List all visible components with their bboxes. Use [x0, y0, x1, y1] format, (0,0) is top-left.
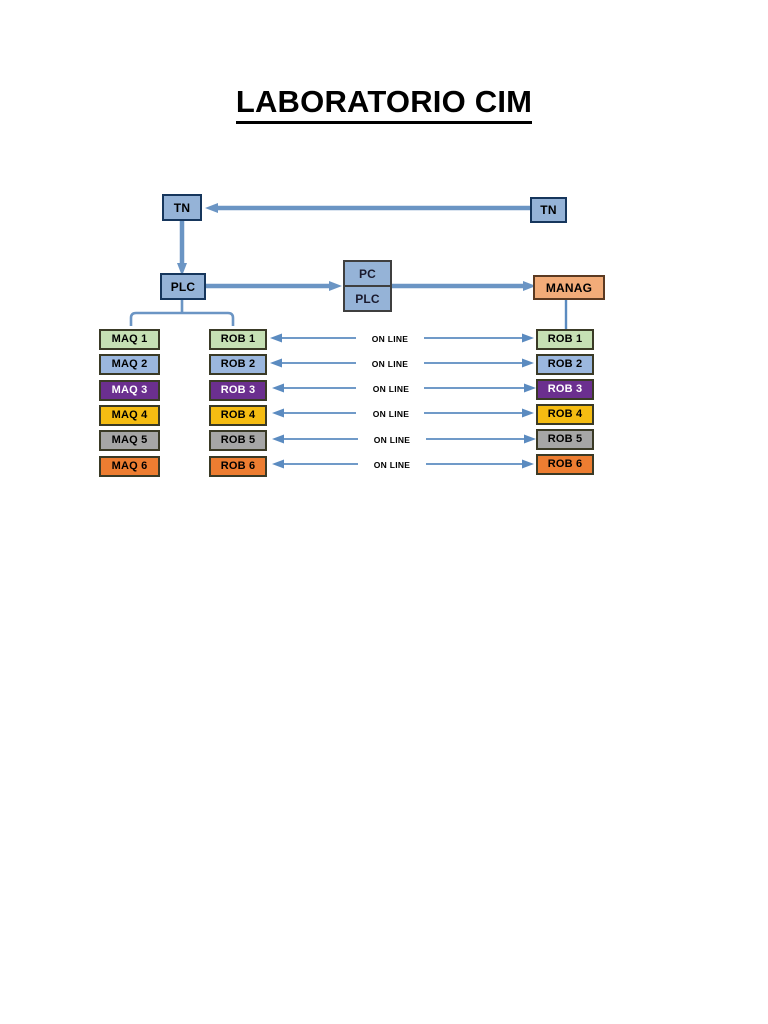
unit-rob-right-1[interactable]: ROB 1 — [536, 329, 594, 350]
node-tn-right-label: TN — [540, 203, 557, 217]
unit-maq-5[interactable]: MAQ 5 — [99, 430, 160, 451]
node-pc-label: PC — [358, 266, 377, 281]
connector-plc-to-pcplc — [206, 281, 342, 291]
unit-rob-left-4-label: ROB 4 — [220, 409, 256, 421]
unit-maq-5-label: MAQ 5 — [111, 434, 148, 446]
online-label-2: ON LINE — [371, 359, 409, 369]
unit-rob-left-4[interactable]: ROB 4 — [209, 405, 267, 426]
unit-rob-left-6-label: ROB 6 — [220, 460, 256, 472]
online-label-5: ON LINE — [373, 435, 411, 445]
unit-maq-6-label: MAQ 6 — [111, 460, 148, 472]
node-pc-cell: PC — [345, 262, 390, 287]
unit-maq-3[interactable]: MAQ 3 — [99, 380, 160, 401]
node-plc[interactable]: PLC — [160, 273, 206, 300]
unit-rob-left-1-label: ROB 1 — [220, 333, 256, 345]
node-pcplc-plc-label: PLC — [355, 291, 380, 306]
unit-maq-4-label: MAQ 4 — [111, 409, 148, 421]
unit-rob-right-4[interactable]: ROB 4 — [536, 404, 594, 425]
unit-rob-right-1-label: ROB 1 — [547, 333, 583, 345]
online-label-3: ON LINE — [372, 384, 410, 394]
unit-rob-left-3-label: ROB 3 — [220, 384, 256, 396]
connector-tnleft-to-plc — [177, 221, 187, 276]
unit-rob-left-5[interactable]: ROB 5 — [209, 430, 267, 451]
node-plc-cell: PLC — [345, 287, 390, 310]
unit-maq-3-label: MAQ 3 — [111, 384, 148, 396]
unit-rob-right-3[interactable]: ROB 3 — [536, 379, 594, 400]
node-tn-left[interactable]: TN — [162, 194, 202, 221]
unit-rob-right-2[interactable]: ROB 2 — [536, 354, 594, 375]
unit-maq-4[interactable]: MAQ 4 — [99, 405, 160, 426]
connector-pcplc-to-manag — [392, 281, 536, 291]
online-label-1: ON LINE — [371, 334, 409, 344]
node-manag[interactable]: MANAG — [533, 275, 605, 300]
connector-plc-branch-bracket — [129, 300, 235, 326]
unit-rob-right-6-label: ROB 6 — [547, 458, 583, 470]
unit-rob-left-6[interactable]: ROB 6 — [209, 456, 267, 477]
unit-maq-2[interactable]: MAQ 2 — [99, 354, 160, 375]
online-label-6: ON LINE — [373, 460, 411, 470]
node-manag-label: MANAG — [545, 280, 593, 295]
unit-rob-left-2[interactable]: ROB 2 — [209, 354, 267, 375]
unit-rob-right-5-label: ROB 5 — [547, 433, 583, 445]
unit-rob-left-3[interactable]: ROB 3 — [209, 380, 267, 401]
page-title: LABORATORIO CIM — [0, 84, 768, 124]
unit-rob-left-2-label: ROB 2 — [220, 358, 256, 370]
unit-maq-1-label: MAQ 1 — [111, 333, 148, 345]
unit-rob-left-5-label: ROB 5 — [220, 434, 256, 446]
unit-rob-right-2-label: ROB 2 — [547, 358, 583, 370]
node-pc-plc[interactable]: PC PLC — [343, 260, 392, 312]
unit-rob-left-1[interactable]: ROB 1 — [209, 329, 267, 350]
online-label-4: ON LINE — [372, 409, 410, 419]
page-title-text: LABORATORIO CIM — [235, 84, 533, 124]
connector-tnright-to-tnleft — [205, 203, 531, 213]
unit-maq-1[interactable]: MAQ 1 — [99, 329, 160, 350]
unit-rob-right-4-label: ROB 4 — [547, 408, 583, 420]
node-tn-left-label: TN — [173, 200, 191, 215]
node-tn-right[interactable]: TN — [530, 197, 567, 223]
unit-rob-right-3-label: ROB 3 — [547, 383, 583, 395]
unit-maq-6[interactable]: MAQ 6 — [99, 456, 160, 477]
unit-rob-right-6[interactable]: ROB 6 — [536, 454, 594, 475]
node-plc-label: PLC — [170, 279, 196, 294]
unit-rob-right-5[interactable]: ROB 5 — [536, 429, 594, 450]
unit-maq-2-label: MAQ 2 — [111, 358, 148, 370]
